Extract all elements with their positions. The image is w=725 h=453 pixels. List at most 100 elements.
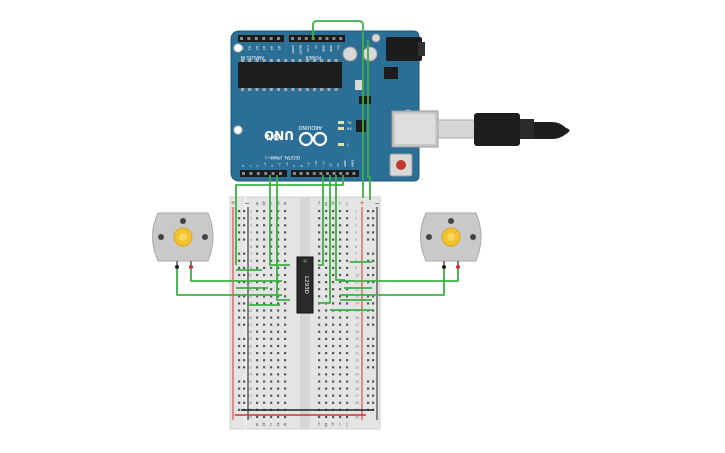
column-letter: a — [255, 201, 258, 207]
power-pin-label: GND — [321, 45, 325, 53]
row-number: 10 — [248, 273, 252, 277]
motor-lead-red[interactable] — [456, 265, 460, 269]
digital-pin-label: 13 — [336, 163, 340, 167]
wire-motor-right-black[interactable] — [340, 269, 445, 296]
status-led-label: L — [347, 143, 349, 147]
wire-gnd-to-left-rail[interactable] — [235, 175, 344, 265]
digital-pin-label: GND — [343, 159, 347, 167]
row-number: 21 — [248, 351, 252, 355]
row-number: 22 — [248, 359, 252, 363]
row-number: 30 — [248, 415, 252, 419]
motor-lead-black[interactable] — [442, 265, 446, 269]
motor-lead-red[interactable] — [189, 265, 193, 269]
row-number: 6 — [250, 245, 252, 249]
row-number: 25 — [248, 380, 252, 384]
wire-d-left-1[interactable] — [269, 175, 290, 266]
motor-left[interactable] — [152, 212, 214, 269]
mounting-hole — [233, 43, 243, 53]
rail-minus-label: − — [374, 200, 379, 207]
row-number: 28 — [248, 401, 252, 405]
column-letter: g — [324, 201, 327, 207]
usb-chip — [356, 120, 366, 132]
row-number: 30 — [355, 415, 359, 419]
analog-pin-label: A4 — [270, 46, 274, 50]
rail-plus-label: + — [230, 200, 235, 207]
status-led-label: TX — [346, 121, 352, 125]
wire-d-left-2[interactable] — [276, 175, 290, 301]
row-number: 22 — [355, 359, 359, 363]
power-jack[interactable] — [386, 37, 422, 61]
wire-d-right-3[interactable] — [335, 175, 345, 281]
column-letter: e — [283, 201, 286, 207]
row-number: 20 — [355, 344, 359, 348]
column-letter: f — [318, 201, 320, 207]
usb-cable[interactable] — [437, 113, 570, 146]
motor-lead-black[interactable] — [175, 265, 179, 269]
column-letter: a — [255, 422, 258, 428]
mounting-hole — [233, 125, 243, 135]
digital-pin-label: AREF — [351, 159, 355, 167]
row-number: 9 — [250, 266, 252, 270]
microcontroller-chip — [238, 62, 342, 88]
digital-pin-label: 12 — [329, 163, 333, 167]
capacitor — [371, 33, 381, 43]
row-number: 25 — [355, 380, 359, 384]
power-header — [289, 35, 345, 42]
column-letter: d — [276, 422, 279, 428]
row-number: 20 — [248, 344, 252, 348]
column-letter: h — [331, 422, 334, 428]
voltage-regulator — [384, 67, 398, 79]
reset-button-cap[interactable] — [396, 160, 406, 170]
column-letter: j — [345, 422, 347, 428]
column-letter: c — [270, 422, 273, 428]
digital-pin-label: ~5 — [278, 162, 282, 167]
capacitor — [362, 46, 378, 62]
rail-plus-label: + — [359, 200, 364, 207]
wire-motor-left-red[interactable] — [190, 269, 282, 282]
wire-5v-loop[interactable] — [312, 20, 364, 198]
l293d-chip[interactable]: L293D — [296, 256, 314, 314]
row-number: 19 — [248, 337, 252, 341]
row-number: 27 — [248, 394, 252, 398]
row-number: 1 — [355, 209, 357, 213]
row-number: 2 — [250, 217, 252, 221]
motor-terminal-hole — [470, 234, 476, 240]
motor-screw — [448, 218, 454, 224]
column-letter: h — [331, 201, 334, 207]
wire-motor-right-red[interactable] — [340, 269, 459, 282]
analog-pin-label: A0 — [240, 46, 244, 50]
analog-pin-label: A1 — [247, 46, 251, 50]
power-pin-label: 3.3V — [306, 45, 310, 53]
wire-gnd-to-rail[interactable] — [367, 40, 371, 200]
row-number: 7 — [355, 252, 357, 256]
row-number: 4 — [250, 231, 252, 235]
row-number: 27 — [355, 394, 359, 398]
row-number: 12 — [355, 288, 359, 292]
wire-d-right-2[interactable] — [318, 175, 331, 304]
row-number: 13 — [248, 295, 252, 299]
wire-motor-left-black[interactable] — [176, 269, 282, 296]
digital-pin-label: 0 — [241, 165, 245, 167]
row-number: 2 — [355, 217, 357, 221]
power-header-label: POWER — [305, 55, 321, 60]
capacitor — [342, 46, 358, 62]
row-number: 26 — [355, 387, 359, 391]
row-number: 24 — [355, 373, 359, 377]
column-letter: c — [270, 201, 273, 207]
row-number: 16 — [248, 316, 252, 320]
power-pin-label: RESET — [299, 45, 303, 55]
motor-right[interactable] — [420, 212, 482, 269]
digital-pin-label: 4 — [270, 165, 274, 167]
wire-d-right-1[interactable] — [318, 175, 324, 266]
digital-pin-label: ~11 — [321, 161, 325, 167]
on-label: ON — [266, 131, 280, 141]
row-number: 13 — [355, 295, 359, 299]
row-number: 10 — [355, 273, 359, 277]
motor-screw — [180, 218, 186, 224]
digital-pin-label: 1 — [248, 165, 252, 167]
row-number: 17 — [248, 323, 252, 327]
